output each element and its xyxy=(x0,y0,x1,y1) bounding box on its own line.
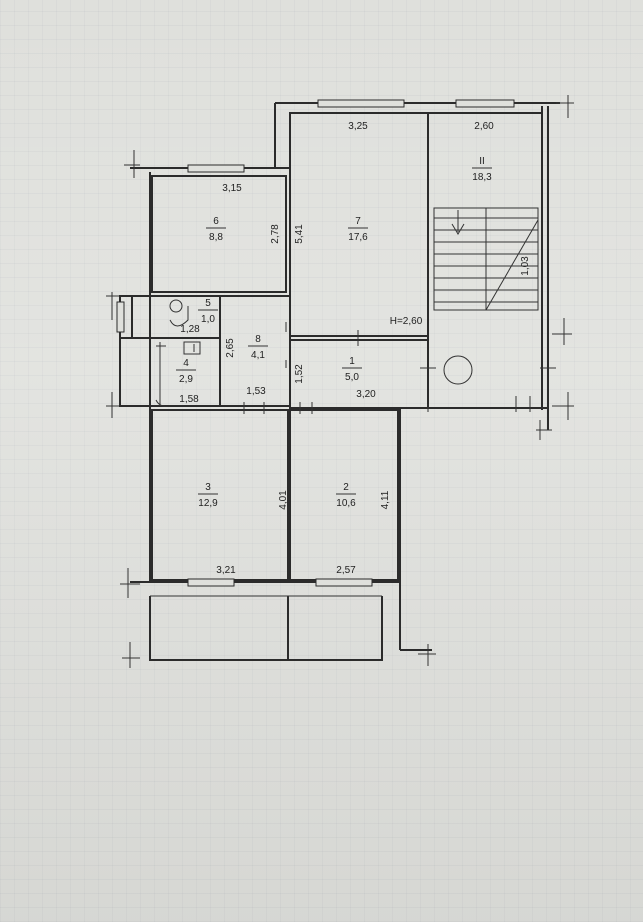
dim-room7-depth: 5,41 xyxy=(294,224,305,244)
room-5-area: 1,0 xyxy=(201,314,215,325)
room-labels: 7 17,6 II 18,3 6 8,8 5 1,0 8 4,1 4 2,9 1… xyxy=(176,156,492,509)
dim-hall-depth: 1,52 xyxy=(294,364,305,384)
corner-ticks xyxy=(106,95,574,668)
room-6-number: 6 xyxy=(213,216,219,227)
dim-room2-depth: 4,11 xyxy=(380,490,391,509)
room-2-number: 2 xyxy=(343,482,349,493)
dim-room2-width: 2,57 xyxy=(336,565,356,576)
doors xyxy=(243,322,556,414)
dim-corridor-width: 1,53 xyxy=(246,386,266,397)
interior-walls xyxy=(119,112,543,661)
fixtures xyxy=(155,299,201,407)
room-8-area: 4,1 xyxy=(251,350,265,361)
room-6-area: 8,8 xyxy=(209,232,223,243)
chute-circle xyxy=(443,355,473,385)
dim-room3-width: 3,21 xyxy=(216,565,236,576)
dim-bath-depth: 2,65 xyxy=(225,338,236,358)
room-1-area: 5,0 xyxy=(345,372,359,383)
room-1-number: 1 xyxy=(349,356,355,367)
room-5-number: 5 xyxy=(205,298,211,309)
room-7-area: 17,6 xyxy=(348,232,368,243)
room-8-number: 8 xyxy=(255,334,261,345)
dim-stair-depth: 1,03 xyxy=(520,256,531,276)
room-2-area: 10,6 xyxy=(336,498,356,509)
dim-bath-width: 1,58 xyxy=(179,394,199,405)
room-II-area: 18,3 xyxy=(472,172,492,183)
dimension-labels: 3,25 2,60 3,15 2,78 5,41 1,03 H=2,60 1,2… xyxy=(179,121,531,576)
dim-room7-width: 3,25 xyxy=(348,121,368,132)
staircase xyxy=(433,207,539,311)
room-7-number: 7 xyxy=(355,216,361,227)
dim-room6-depth: 2,78 xyxy=(270,224,281,244)
dim-hall-width: 3,20 xyxy=(356,389,376,400)
windows xyxy=(116,99,515,587)
room-4-number: 4 xyxy=(183,358,189,369)
room-3-area: 12,9 xyxy=(198,498,218,509)
dim-ceiling-height: H=2,60 xyxy=(390,316,423,327)
room-II-number: II xyxy=(479,156,485,167)
dim-stair-width: 2,60 xyxy=(474,121,494,132)
room-3-number: 3 xyxy=(205,482,211,493)
dim-room6-width: 3,15 xyxy=(222,183,242,194)
room-4-area: 2,9 xyxy=(179,374,193,385)
dim-room3-depth: 4,01 xyxy=(278,490,289,510)
dim-wc-width: 1,28 xyxy=(180,324,200,335)
